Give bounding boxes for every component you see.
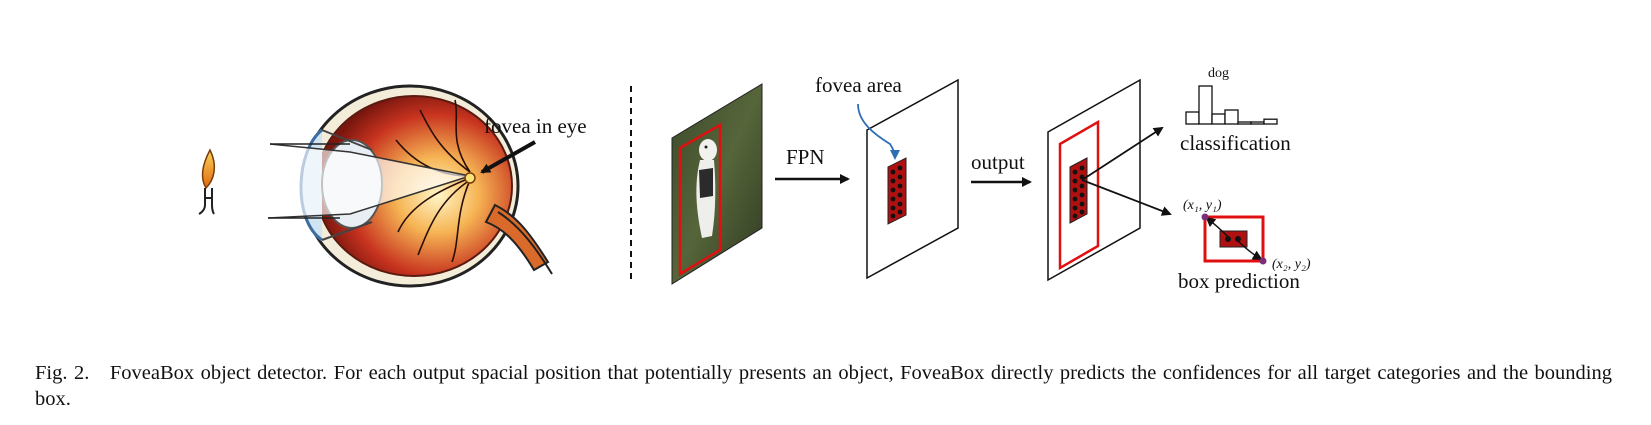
classification-label: classification <box>1180 131 1291 155</box>
histogram-bar <box>1263 118 1278 125</box>
histogram-bar <box>1237 121 1252 125</box>
output-fovea-block <box>1069 157 1088 224</box>
fovea-block <box>887 157 907 225</box>
fpn-label: FPN <box>786 145 825 169</box>
top-left-coordinate: (x₁, y₁) <box>1183 198 1222 213</box>
output-plane <box>1047 78 1141 282</box>
box-prediction-label: box prediction <box>1178 269 1300 293</box>
caption-text: FoveaBox object detector. For each outpu… <box>35 362 1613 410</box>
dog-label: dog <box>1208 66 1229 81</box>
fovea-pointer-arrow <box>480 140 536 174</box>
histogram-bar <box>1224 109 1239 125</box>
box-prediction <box>1201 213 1267 265</box>
fovea-area-label: fovea area <box>815 73 903 97</box>
input-image-plane <box>671 83 763 285</box>
eye-cross-section <box>267 84 553 288</box>
histogram-bar <box>1250 121 1265 125</box>
figure-caption: Fig. 2. FoveaBox object detector. For ea… <box>35 360 1612 412</box>
candle-icon <box>198 148 216 215</box>
histogram-bar <box>1211 113 1226 125</box>
fovea-in-eye-label: fovea in eye <box>484 114 587 138</box>
bottom-right-coordinate: (x₂, y₂) <box>1272 257 1311 272</box>
feature-plane <box>866 78 959 280</box>
histogram-bar <box>1185 111 1200 125</box>
figure-number: Fig. 2. <box>35 362 90 384</box>
classification-histogram <box>1185 85 1278 125</box>
classification-arrow <box>1081 126 1164 181</box>
box-arrow <box>1081 179 1172 216</box>
histogram-bar <box>1198 85 1213 125</box>
output-label: output <box>971 150 1025 174</box>
dog-icon <box>696 139 717 238</box>
fovea-area-arrow <box>857 103 900 160</box>
